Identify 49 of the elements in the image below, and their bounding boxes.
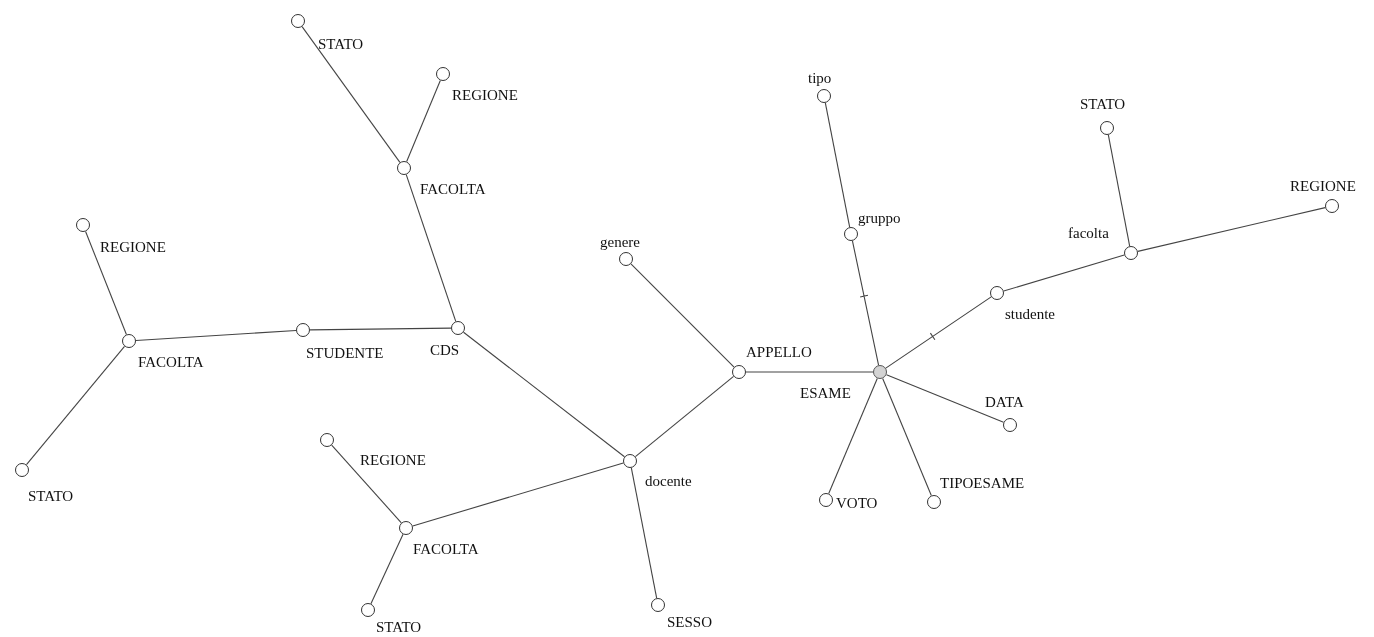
- optional-edge-line: [885, 296, 992, 369]
- attribute-label: facolta: [1068, 225, 1109, 241]
- attribute-label: FACOLTA: [138, 354, 204, 370]
- edge-line: [370, 533, 404, 605]
- attribute-label: APPELLO: [746, 344, 812, 360]
- attribute-label: REGIONE: [452, 87, 518, 103]
- attribute-label: VOTO: [836, 495, 878, 511]
- attribute-label: docente: [645, 473, 692, 489]
- optional-edge-line: [851, 240, 880, 366]
- edge-line: [406, 79, 441, 163]
- attribute-label: studente: [1005, 306, 1055, 322]
- attribute-label: REGIONE: [360, 452, 426, 468]
- edge-line: [463, 331, 625, 458]
- attribute-label: REGIONE: [1290, 178, 1356, 194]
- edge-line: [1107, 134, 1131, 247]
- attribute-label: genere: [600, 234, 640, 250]
- attribute-label: STATO: [376, 619, 422, 635]
- edge-line: [824, 102, 851, 228]
- attribute-label: tipo: [808, 70, 832, 86]
- attribute-label: CDS: [430, 342, 460, 358]
- edge-line: [331, 444, 402, 524]
- edge-line: [630, 467, 658, 599]
- edge-line: [1003, 254, 1125, 292]
- edge-line: [1137, 207, 1326, 252]
- attribute-label: REGIONE: [100, 239, 166, 255]
- attribute-label: ESAME: [800, 385, 851, 401]
- attribute-label: FACOLTA: [413, 541, 479, 557]
- edge-line: [301, 26, 401, 163]
- attribute-label: STATO: [28, 488, 74, 504]
- edge-line: [745, 371, 874, 373]
- edge-line: [135, 329, 297, 342]
- edge-line: [412, 462, 624, 527]
- edge-line: [882, 377, 932, 497]
- attribute-label: gruppo: [858, 210, 901, 226]
- edge-line: [885, 374, 1005, 423]
- attribute-label: STATO: [1080, 96, 1126, 112]
- attribute-label: SESSO: [667, 614, 713, 630]
- edge-line: [634, 375, 735, 458]
- edge-line: [85, 230, 127, 336]
- attribute-label: STUDENTE: [306, 345, 384, 361]
- edge-line: [630, 263, 735, 368]
- edge-line: [309, 327, 452, 331]
- attribute-label: STATO: [318, 36, 364, 52]
- edge-line: [828, 377, 878, 495]
- attribute-label: DATA: [985, 394, 1024, 410]
- edge-line: [25, 345, 126, 466]
- edge-line: [405, 174, 457, 322]
- attribute-label: TIPOESAME: [940, 475, 1025, 491]
- attribute-label: FACOLTA: [420, 181, 486, 197]
